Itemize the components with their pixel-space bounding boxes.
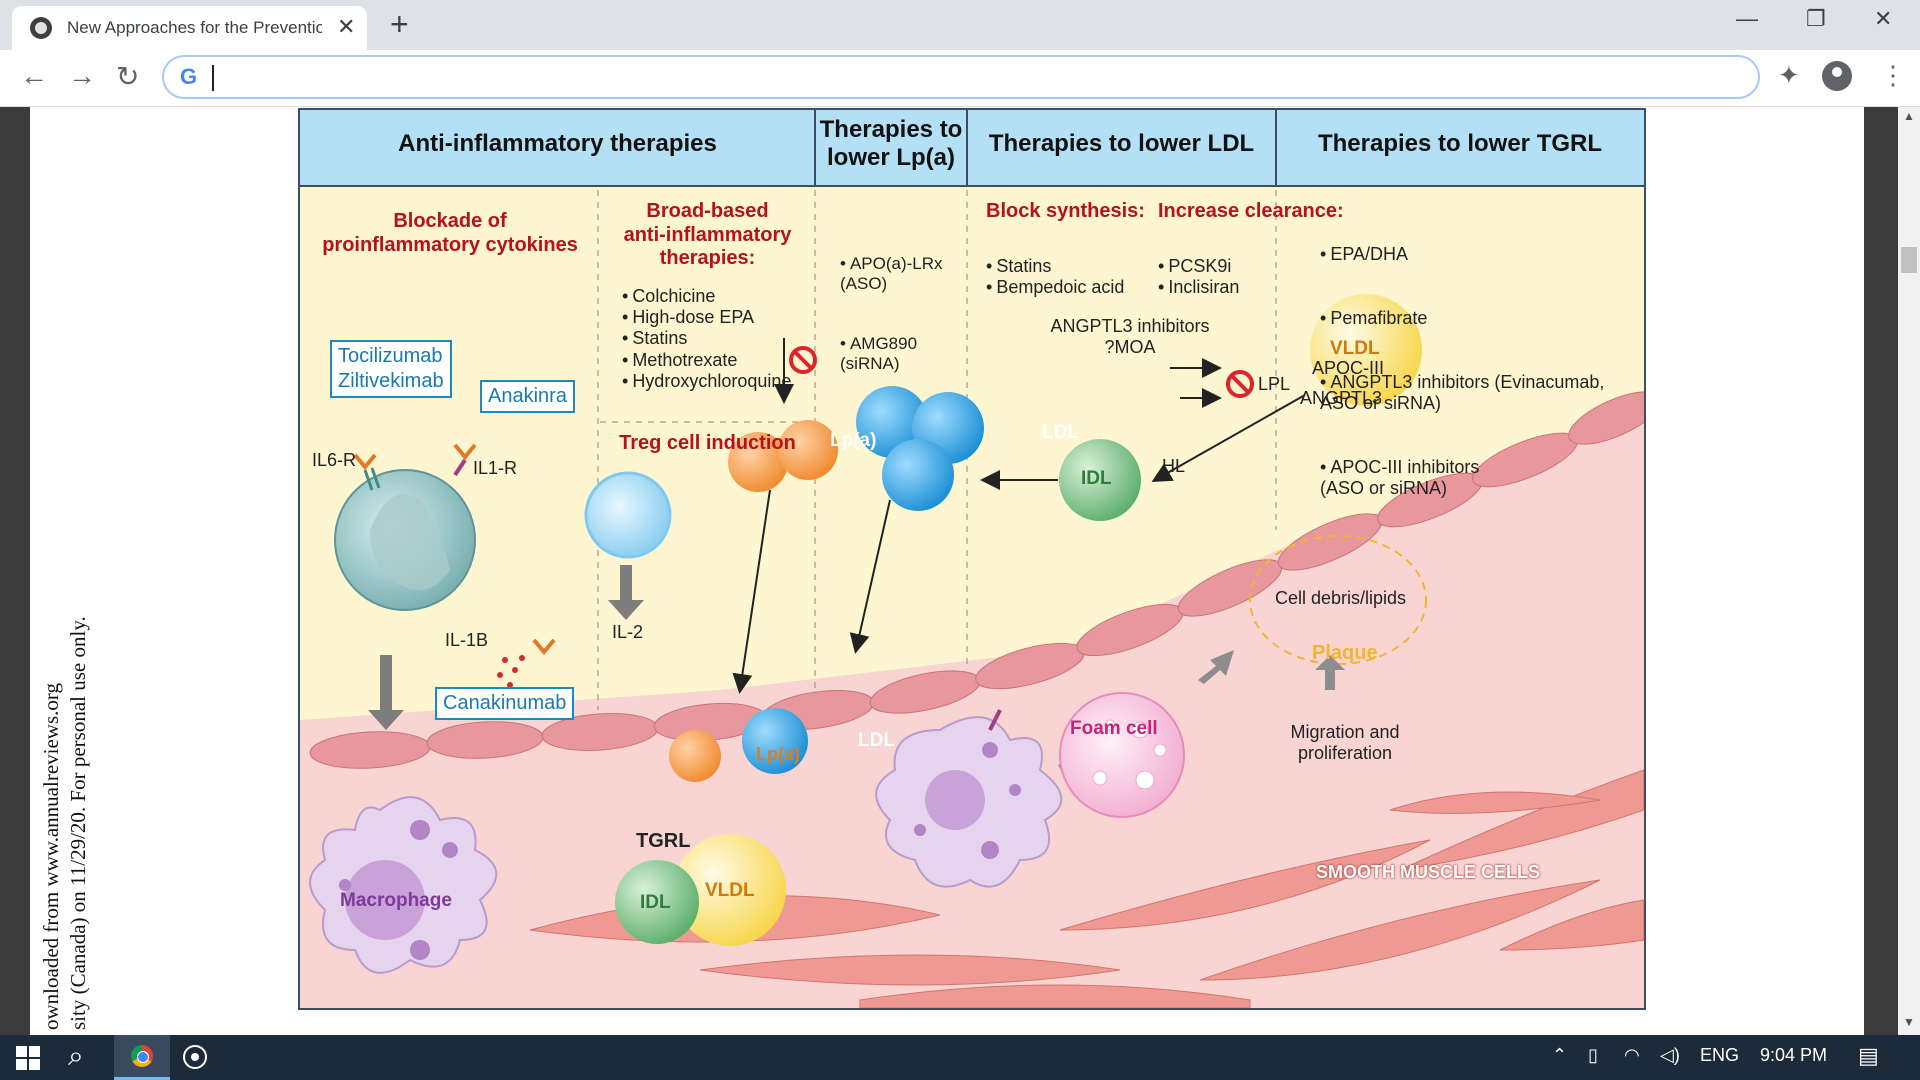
tab-strip: New Approaches for the Prevention ✕ + — … [0, 0, 1920, 50]
foam-cell-label: Foam cell [1070, 718, 1158, 739]
header-anti-inflammatory: Anti-inflammatory therapies [398, 130, 717, 157]
increase-clearance-title: Increase clearance: [1158, 200, 1344, 222]
il2-label: IL-2 [612, 622, 644, 642]
broad-title: Broad-based anti-inflammatory therapies: [623, 200, 792, 270]
block-item: Statins [986, 256, 1124, 277]
block-item: Bempedoic acid [986, 277, 1124, 298]
profile-avatar-icon[interactable] [1822, 61, 1852, 91]
volume-icon[interactable]: ◁) [1660, 1045, 1680, 1065]
download-notice-text: ownloaded from www.annualreviews.org sit… [39, 616, 90, 1030]
page-right-margin [1864, 107, 1898, 1035]
apoc3-label: APOC-III [1312, 358, 1385, 378]
tocilizumab-box: Tocilizumab Ziltivekimab [330, 340, 452, 398]
cell-debris-label: Cell debris/lipids [1275, 588, 1407, 608]
broad-item: Statins [622, 328, 791, 349]
lower-vldl-label: VLDL [705, 880, 755, 901]
therapy-figure: Anti-inflammatory therapies Therapies to… [298, 108, 1646, 1010]
globe-icon [30, 17, 52, 39]
vldl-label: VLDL [1330, 338, 1380, 359]
tgrl-item: ANGPTL3 inhibitors (Evinacumab, ASO or s… [1320, 372, 1604, 414]
plaque-label: Plaque [1312, 642, 1378, 664]
macrophage-label: Macrophage [340, 890, 452, 911]
broad-item: Methotrexate [622, 350, 791, 371]
figure-graphics [300, 110, 1644, 1008]
clock[interactable]: 9:04 PM [1760, 1045, 1828, 1065]
minimize-button[interactable]: — [1736, 6, 1758, 31]
broad-item: High-dose EPA [622, 307, 791, 328]
tgrl-label: TGRL [636, 830, 691, 852]
menu-icon[interactable]: ⋮ [1880, 60, 1906, 90]
clear-item: PCSK9i [1158, 256, 1239, 277]
recorder-taskbar-icon[interactable] [183, 1045, 207, 1069]
scroll-up-arrow-icon[interactable]: ▲ [1903, 109, 1915, 123]
angptl3-label: ANGPTL3 [1300, 388, 1383, 408]
browser-tab[interactable]: New Approaches for the Prevention ✕ [12, 6, 367, 50]
notification-icon[interactable]: ▤ [1858, 1043, 1879, 1068]
extensions-icon[interactable]: ✦ [1778, 60, 1800, 90]
anakinra-box: Anakinra [480, 380, 575, 413]
migration-label: Migration and proliferation [1290, 722, 1400, 764]
lpa-item: AMG890 (siRNA) [840, 334, 943, 374]
smooth-muscle-label: SMOOTH MUSCLE CELLS [1316, 862, 1540, 882]
vertical-scrollbar[interactable]: ▲ ▼ [1898, 107, 1920, 1035]
forward-arrow-icon[interactable]: → [68, 60, 96, 91]
clear-item: Inclisiran [1158, 277, 1239, 298]
canakinumab-box: Canakinumab [435, 687, 575, 720]
treg-title: Treg cell induction [619, 432, 796, 454]
broad-item: Colchicine [622, 286, 791, 307]
lpa-item: APO(a)-LRx (ASO) [840, 254, 943, 294]
scroll-thumb[interactable] [1901, 247, 1917, 273]
download-notice: ownloaded from www.annualreviews.org sit… [38, 616, 92, 1030]
broad-list: Colchicine High-dose EPA Statins Methotr… [622, 286, 791, 392]
windows-taskbar: ⌕ ⌃ ▯ ◠ ◁) ENG 9:04 PM ▤ [0, 1035, 1920, 1080]
address-bar[interactable]: G [162, 55, 1760, 99]
tab-close-icon[interactable]: ✕ [337, 14, 356, 39]
lower-idl-label: IDL [640, 892, 671, 913]
tgrl-item: EPA/DHA [1320, 244, 1604, 265]
lpa-list: APO(a)-LRx (ASO) AMG890 (siRNA) [840, 214, 943, 414]
tab-title: New Approaches for the Prevention [67, 18, 322, 37]
restore-button[interactable]: ❐ [1806, 6, 1826, 31]
scroll-down-arrow-icon[interactable]: ▼ [1903, 1015, 1915, 1029]
wifi-icon[interactable]: ◠ [1624, 1045, 1640, 1065]
chrome-taskbar-icon[interactable] [114, 1035, 170, 1080]
block-synthesis-title: Block synthesis: [986, 200, 1145, 222]
language-indicator[interactable]: ENG [1700, 1045, 1740, 1065]
tgrl-item: Pemafibrate [1320, 308, 1604, 329]
browser-toolbar: ← → ↻ G ✦ ⋮ [0, 50, 1920, 107]
il1r-label: IL1-R [473, 458, 518, 478]
angptl3-moa-label: ANGPTL3 inhibitors ?MOA [1050, 316, 1210, 358]
new-tab-button[interactable]: + [390, 6, 409, 42]
search-icon[interactable]: ⌕ [68, 1040, 84, 1071]
back-arrow-icon[interactable]: ← [20, 60, 48, 91]
ldl-low-label: LDL [858, 730, 895, 751]
clear-list: PCSK9i Inclisiran [1158, 256, 1239, 298]
header-lpa: Therapies to lower Lp(a) [819, 116, 963, 172]
header-tgrl: Therapies to lower TGRL [1317, 130, 1603, 157]
tray-expand-icon[interactable]: ⌃ [1552, 1045, 1568, 1065]
hl-label: HL [1162, 456, 1186, 476]
ldl-cluster-label: LDL [1042, 422, 1079, 443]
il1b-label: IL-1B [445, 630, 489, 650]
blockade-title: Blockade of proinflammatory cytokines [322, 210, 578, 256]
battery-icon[interactable]: ▯ [1588, 1045, 1598, 1065]
il6r-label: IL6-R [312, 450, 357, 470]
close-window-button[interactable]: ✕ [1874, 6, 1893, 31]
lpl-label: LPL [1258, 374, 1291, 394]
lpa-low-label: Lp(a) [756, 744, 800, 764]
header-ldl: Therapies to lower LDL [988, 130, 1255, 157]
lpa-particle-label: Lp(a) [830, 430, 877, 451]
tgrl-list: EPA/DHA Pemafibrate ANGPTL3 inhibitors (… [1320, 202, 1604, 542]
reload-icon[interactable]: ↻ [116, 61, 140, 92]
tgrl-item: APOC-III inhibitors (ASO or siRNA) [1320, 457, 1604, 499]
idl-label: IDL [1081, 468, 1112, 489]
block-list: Statins Bempedoic acid [986, 256, 1124, 298]
text-caret [212, 65, 214, 91]
google-icon: G [180, 64, 198, 89]
broad-item: Hydroxychloroquine [622, 371, 791, 392]
windows-start-icon[interactable] [16, 1046, 40, 1070]
page-left-margin [0, 107, 30, 1035]
